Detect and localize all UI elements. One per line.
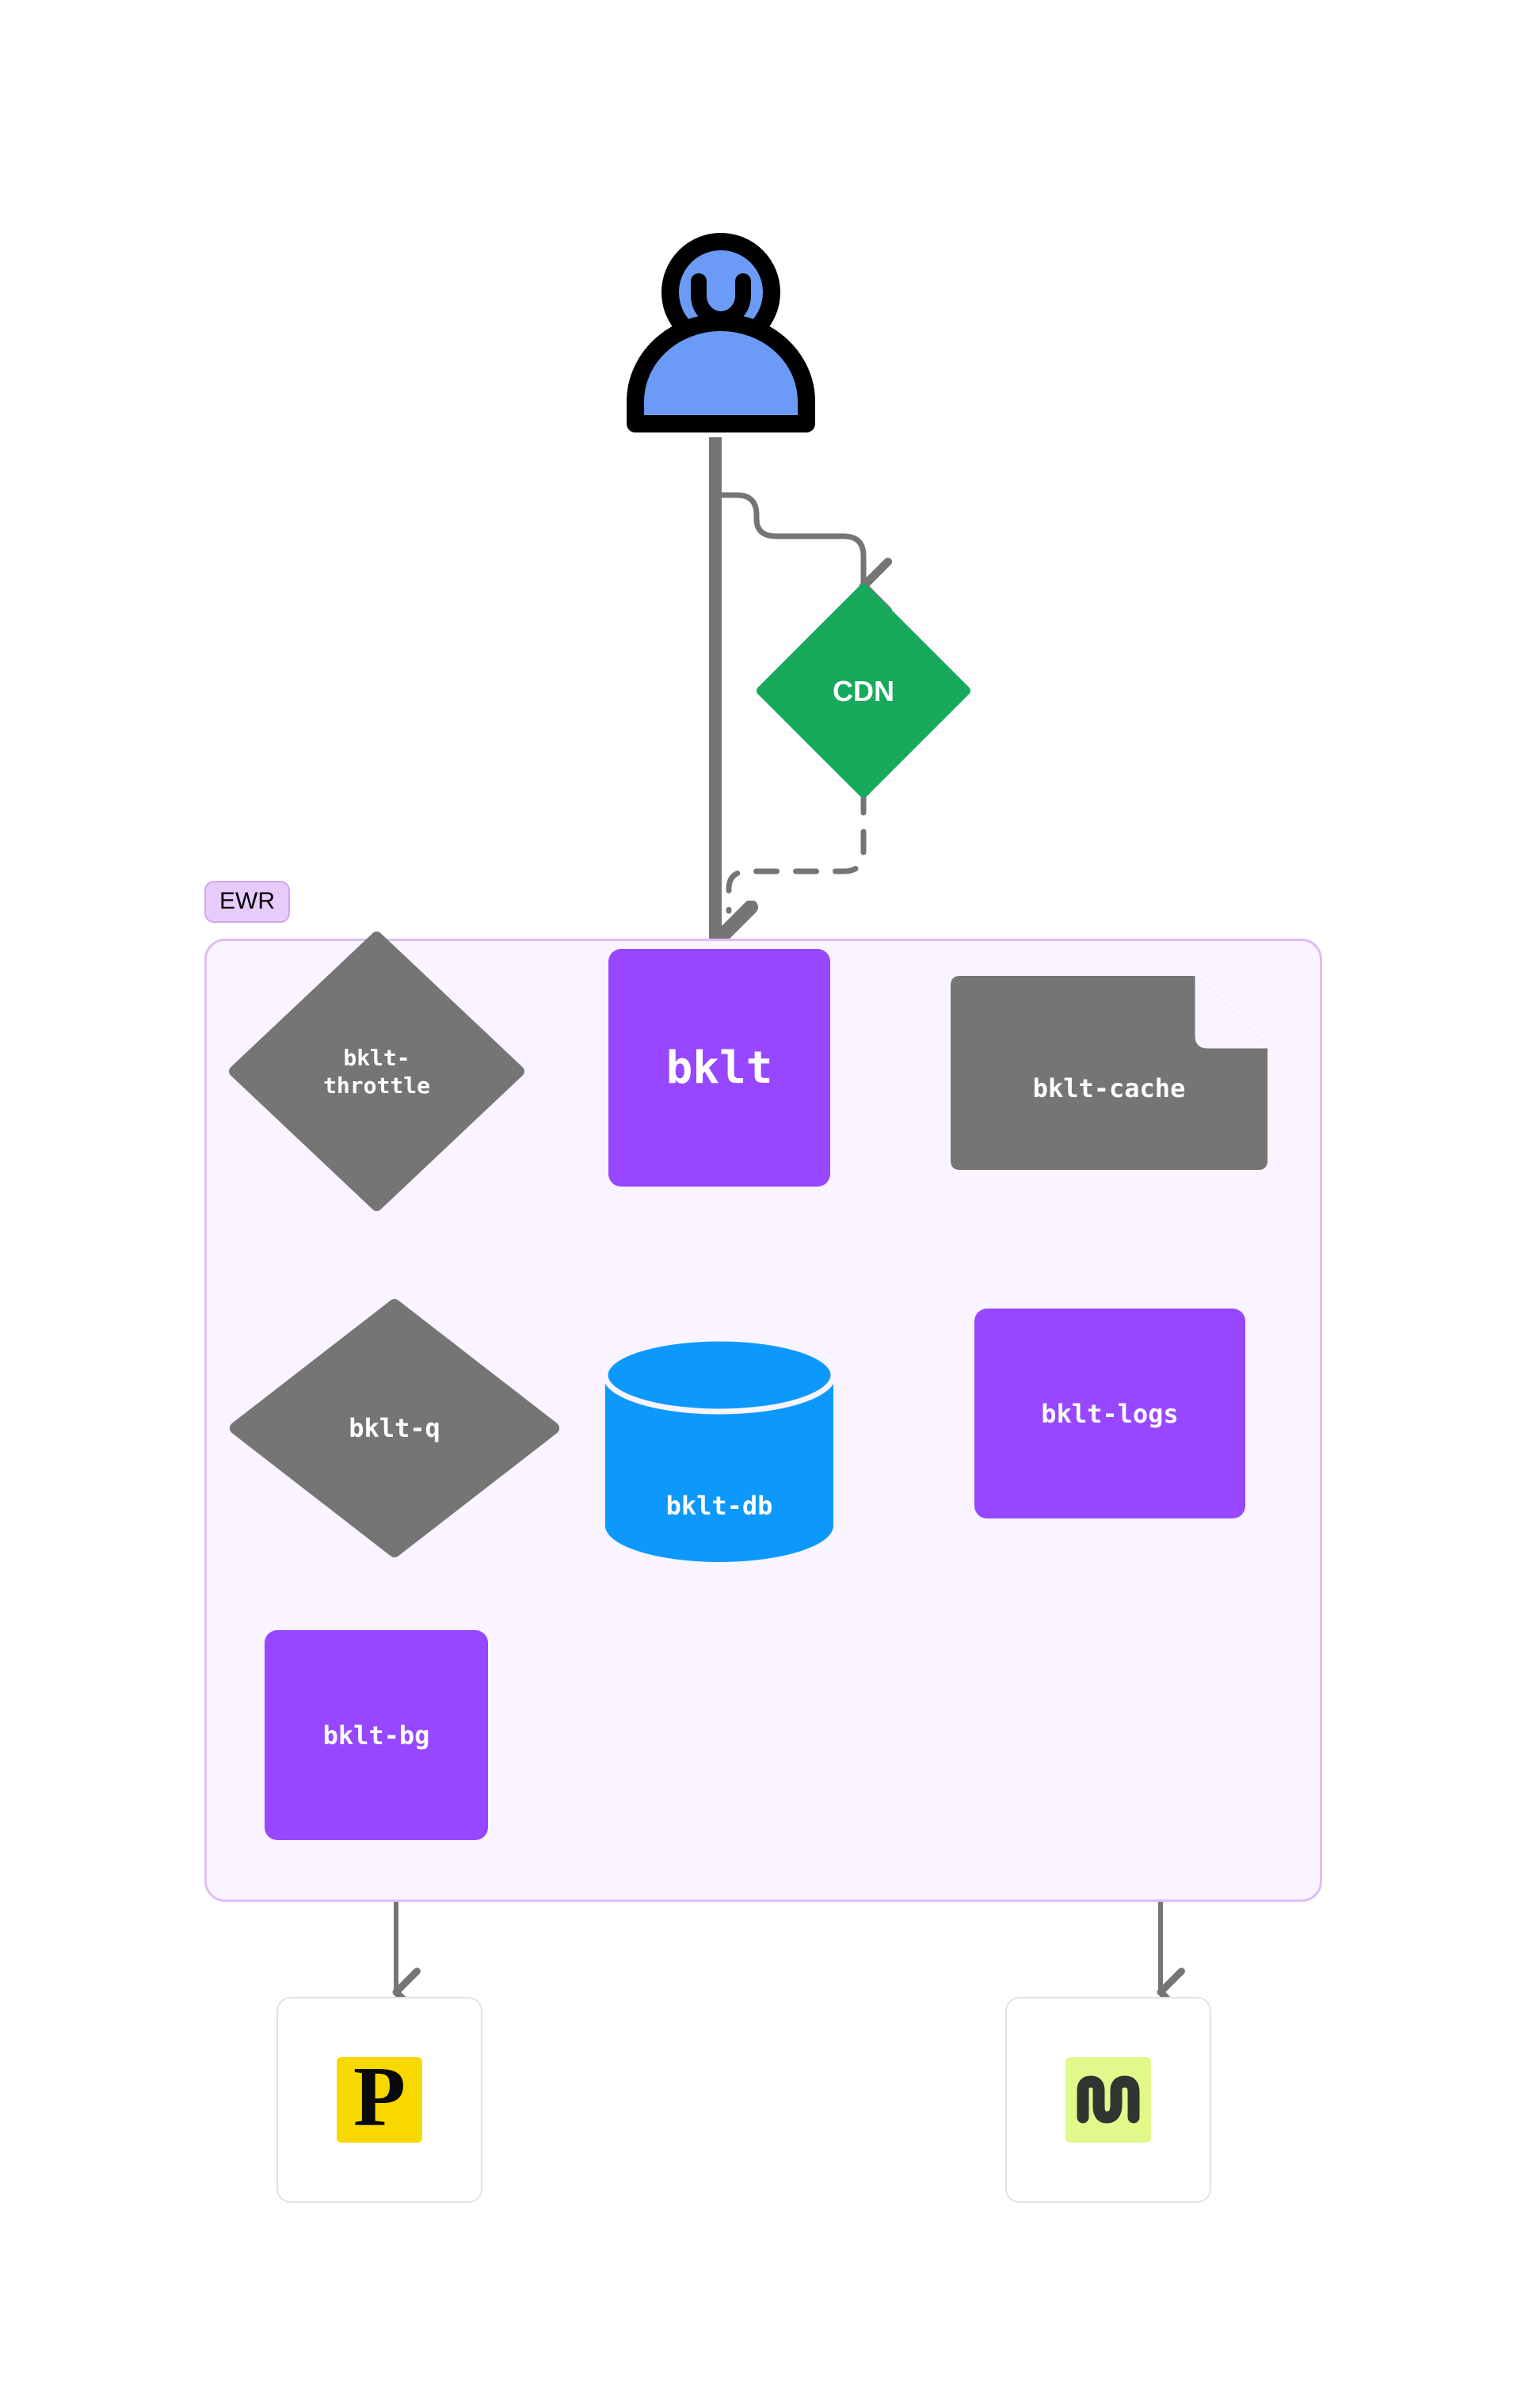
mux-glyph	[1077, 2075, 1140, 2124]
cache-document-shape	[951, 976, 1268, 1170]
throttle-diamond-shape	[229, 932, 524, 1211]
throttle-label-line2: throttle	[323, 1072, 430, 1099]
throttle-label: bklt-throttle	[323, 1044, 430, 1099]
logs-label: bklt-logs	[1041, 1398, 1179, 1429]
node-bklt-throttle[interactable]: bklt-throttle	[228, 931, 525, 1212]
node-bklt-db[interactable]: bklt-db	[602, 1335, 837, 1562]
node-cdn[interactable]: CDN	[757, 584, 970, 798]
user-node[interactable]	[610, 226, 832, 440]
cache-label: bklt-cache	[1032, 1073, 1186, 1104]
posthog-glyph: P	[353, 2057, 406, 2143]
queue-diamond-shape	[230, 1299, 559, 1557]
node-bklt-logs[interactable]: bklt-logs	[974, 1309, 1245, 1518]
db-label: bklt-db	[665, 1491, 773, 1521]
edge-cdn-to-bklt	[726, 789, 867, 914]
mux-icon	[1065, 2057, 1151, 2143]
node-bklt-q[interactable]: bklt-q	[228, 1297, 561, 1559]
node-bklt-cache[interactable]: bklt-cache	[951, 976, 1268, 1170]
bklt-label: bklt	[665, 1042, 773, 1094]
throttle-label-line1: bklt-	[343, 1044, 410, 1071]
cdn-diamond-shape	[757, 584, 970, 798]
queue-label: bklt-q	[349, 1413, 440, 1443]
bg-label: bklt-bg	[322, 1720, 430, 1751]
cdn-label: CDN	[833, 674, 894, 707]
edge-user-to-cdn	[719, 492, 893, 615]
user-icon	[627, 233, 815, 432]
posthog-icon: P	[337, 2057, 422, 2143]
node-posthog[interactable]: P	[276, 1997, 482, 2203]
node-bklt-bg[interactable]: bklt-bg	[265, 1630, 488, 1840]
region-label-ewr: EWR	[204, 881, 290, 923]
node-mux[interactable]	[1005, 1997, 1211, 2203]
node-bklt[interactable]: bklt	[608, 949, 830, 1187]
db-cylinder-shape	[602, 1335, 837, 1562]
